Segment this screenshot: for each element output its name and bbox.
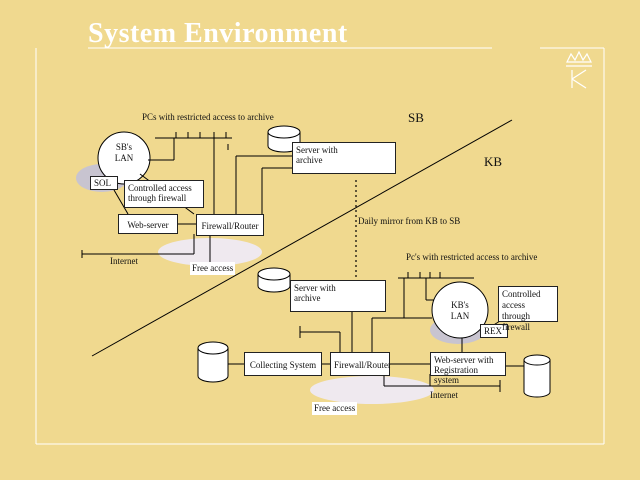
sb-controlled-line1: Controlled access [128,183,192,193]
collecting-system-box: Collecting System [244,352,322,376]
kb-region-label: KB [484,154,503,169]
kb-server-line1: Server with [294,283,336,293]
kb-server-box: Server with archive [290,280,386,312]
crown-k-logo-icon [566,50,592,89]
kb-internet-label: Internet [430,390,458,400]
kb-controlled-access-box: Controlled access through firewall [498,286,558,332]
kb-free-access-ellipse [310,376,434,404]
sb-lan-line2: LAN [114,153,134,163]
sol-box: SOL [90,176,118,190]
kb-firewall-box: Firewall/Router [330,352,391,376]
kb-webserver-line2: Registration system [434,365,478,385]
kb-lan-line2: LAN [450,311,470,321]
sb-controlled-access-box: Controlled access through firewall [124,180,204,208]
kb-lan-line1: KB's [451,300,469,310]
kb-controlled-line1: Controlled [502,289,541,299]
kb-lan-label: KB's LAN [444,300,476,322]
kb-webserver-box: Web-server with Registration system [430,352,506,385]
sb-pcs-label: PCs with restricted access to archive [142,112,274,122]
sb-server-box: Server with archive [292,142,396,174]
sb-region-label: SB [408,110,424,125]
sb-server-line1: Server with [296,145,338,155]
sb-firewall-box: Firewall/Router [196,214,264,236]
rex-box: REX [480,324,508,338]
sb-server-line2: archive [296,155,323,165]
sb-lan-line1: SB's [115,142,133,152]
collecting-storage-icon [197,341,229,383]
slide-frame [35,47,605,445]
page-title: System Environment [88,18,348,49]
kb-webserver-line1: Web-server with [434,355,494,365]
mirror-label: Daily mirror from KB to SB [358,216,461,226]
sb-free-access-label: Free access [190,262,236,275]
sb-lan-label: SB's LAN [108,142,140,164]
sb-webserver-box: Web-server [118,214,178,234]
kb-free-access-label: Free access [312,402,358,415]
sb-internet-label: Internet [110,256,138,266]
sb-controlled-line2: through firewall [128,193,187,203]
registration-storage-icon [523,354,551,398]
kb-controlled-line2: access [502,300,525,310]
kb-pcs-label: Pc's with restricted access to archive [406,252,538,262]
kb-controlled-line3: through firewall [502,311,530,332]
kb-server-line2: archive [294,293,321,303]
kb-lan-cloud [431,281,489,339]
kb-server-disk-icon [257,267,291,293]
sb-kb-divider [91,119,513,357]
